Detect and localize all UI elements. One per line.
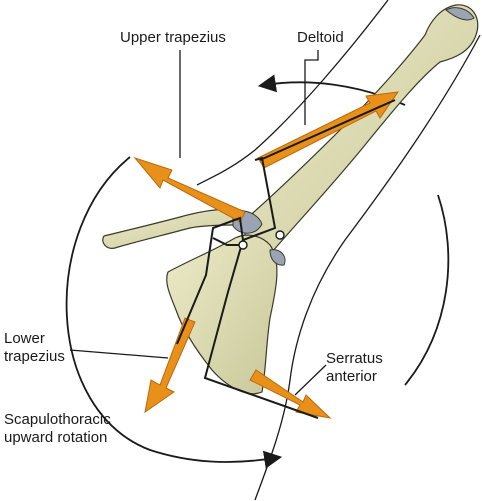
lower-trapezius-arrow [144,317,196,414]
arm-outline-upper [196,0,389,186]
deltoid-leader [304,50,319,125]
serratus-anterior-leader [294,364,327,396]
moment-arm-lines [176,99,396,419]
muscle-arrows [133,91,400,419]
rotation-arc [65,156,283,469]
humerus-bone [244,4,479,259]
arm-outline-lower [254,34,481,501]
sternoclavicular-pivot [238,240,248,250]
lower-trapezius-leader [69,349,169,359]
clavicle-bone [102,208,249,249]
upper-trapezius-arrow [133,156,246,223]
leader-lines [69,50,327,396]
serratus-anterior-arrow [249,369,332,419]
joint-pivots [238,230,285,250]
serratus-anterior-label: Serratus anterior [326,350,383,385]
body-outline [196,0,481,501]
upper-trapezius-label: Upper trapezius [120,29,226,46]
deltoid-label: Deltoid [297,29,344,46]
rotation-arc-right [404,194,450,386]
lower-trapezius-label: Lower trapezius [4,330,65,365]
glenohumeral-pivot [275,230,285,240]
scapulothoracic-upward-rotation-label: Scapulothoracic upward rotation [4,411,111,446]
